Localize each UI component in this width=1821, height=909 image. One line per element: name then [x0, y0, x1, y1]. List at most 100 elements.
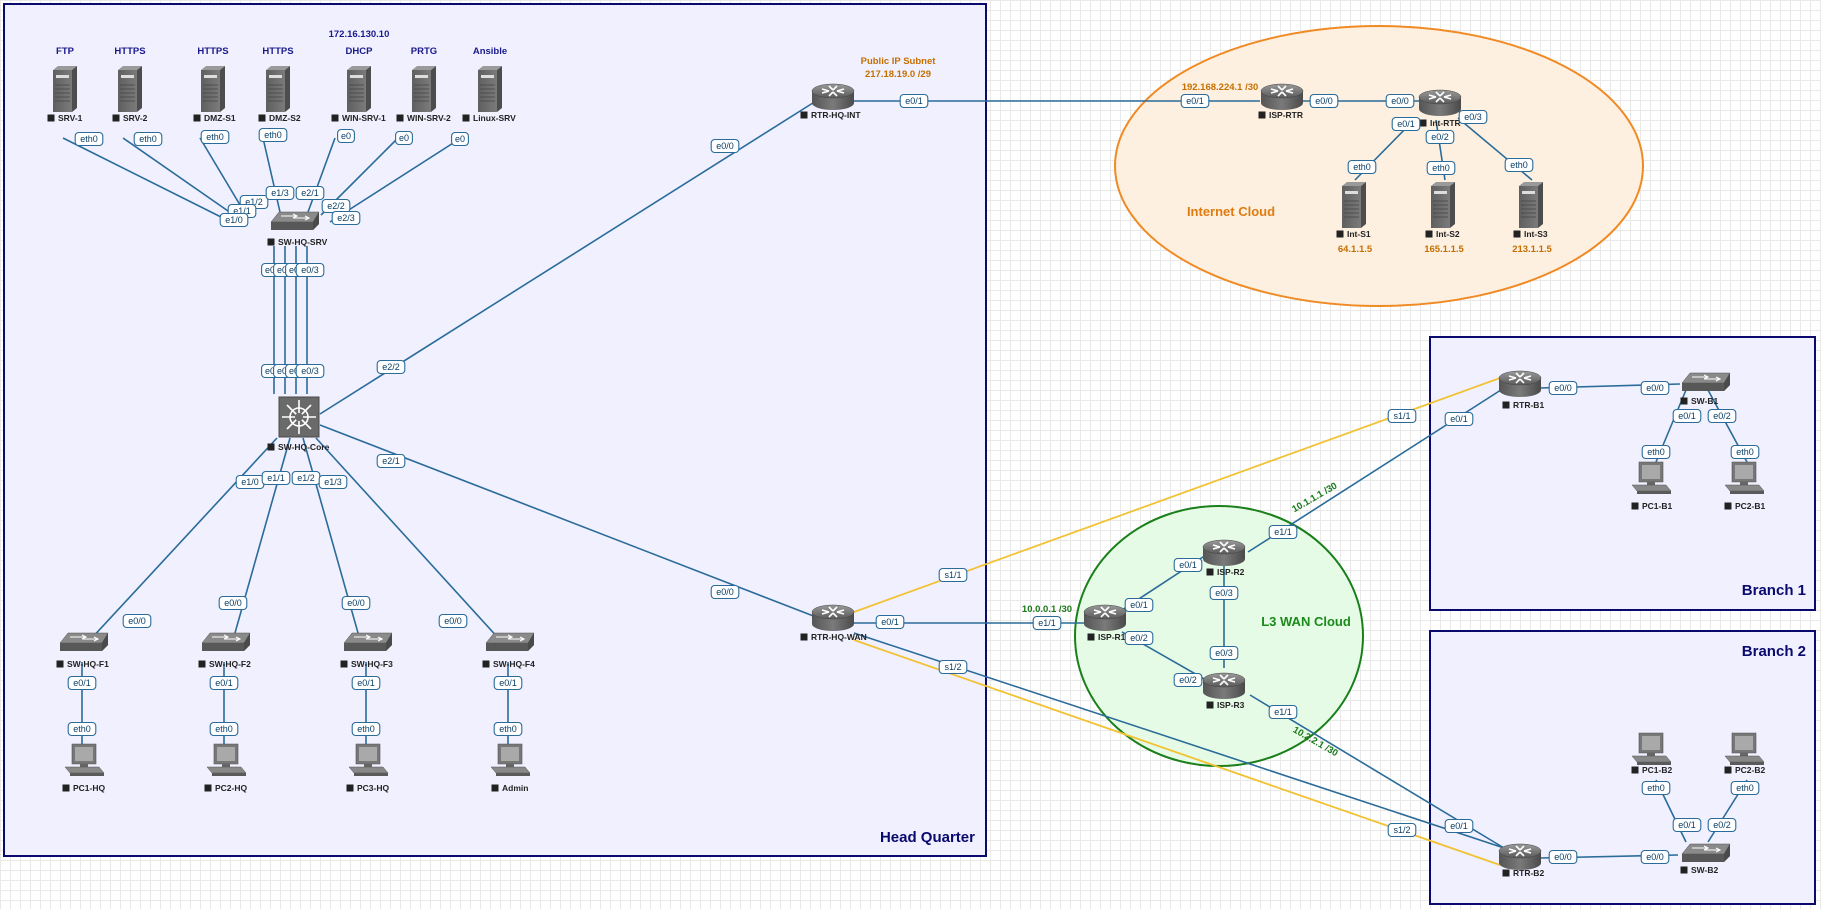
switch-sw-hq-f2[interactable]: SW-HQ-F2 — [198, 632, 252, 669]
router-isp-r2[interactable]: ISP-R2 — [1202, 539, 1246, 577]
svg-text:eth0: eth0 — [1647, 783, 1665, 793]
interface-label: e0/2 — [1707, 408, 1737, 424]
router-int-rtr[interactable]: Int-RTR — [1418, 89, 1462, 128]
interface-label: eth0 — [209, 721, 239, 737]
branch1-zone-label: Branch 1 — [1742, 582, 1806, 599]
server-srv1[interactable]: SRV-1 — [47, 65, 83, 123]
svg-text:e0/1: e0/1 — [881, 617, 899, 627]
interface-label: e0/3 — [1209, 585, 1239, 601]
l3switch-sw-hq-core[interactable]: SW-HQ-Core — [267, 396, 330, 452]
server-dmz-s2[interactable]: DMZ-S2 — [258, 65, 301, 123]
svg-text:e0/1: e0/1 — [1179, 560, 1197, 570]
isp-r1-ip-label: 10.0.0.1 /30 — [1022, 604, 1072, 615]
server-linux-srv[interactable]: Linux-SRV — [462, 65, 517, 123]
svg-text:e2/2: e2/2 — [382, 362, 400, 372]
interface-label: e0/1 — [67, 675, 97, 691]
interface-label: e0/0 — [218, 595, 248, 611]
svg-text:64.1.1.5: 64.1.1.5 — [1338, 244, 1373, 255]
svg-text:e0/1: e0/1 — [1678, 411, 1696, 421]
svg-text:ISP-RTR: ISP-RTR — [1269, 110, 1303, 120]
svg-text:eth0: eth0 — [499, 724, 517, 734]
interface-label: e0/1 — [1173, 557, 1203, 573]
interface-label: e0/2 — [1707, 817, 1737, 833]
svg-text:s1/2: s1/2 — [944, 662, 961, 672]
svg-text:e0: e0 — [455, 134, 465, 144]
router-rtr-b2[interactable]: RTR-B2 — [1498, 843, 1544, 878]
interface-label: e0/0 — [122, 613, 152, 629]
interface-label: eth0 — [67, 721, 97, 737]
svg-text:PC2-B2: PC2-B2 — [1735, 765, 1766, 775]
pc-pc1-hq[interactable]: PC1-HQ — [62, 743, 106, 793]
svg-text:e0/1: e0/1 — [1450, 414, 1468, 424]
router-rtr-hq-int[interactable]: RTR-HQ-INT — [800, 83, 862, 120]
switch-sw-hq-f1[interactable]: SW-HQ-F1 — [56, 632, 110, 669]
svg-text:SW-HQ-SRV: SW-HQ-SRV — [278, 237, 328, 247]
svg-text:e1/1: e1/1 — [1274, 707, 1292, 717]
interface-label: s1/2 — [938, 659, 968, 675]
interface-label: e0/0 — [1309, 93, 1339, 109]
server-win-srv2[interactable]: WIN-SRV-2 — [396, 65, 452, 123]
switch-sw-b2[interactable]: SW-B2 — [1680, 843, 1731, 875]
pc-pc3-hq[interactable]: PC3-HQ — [346, 743, 390, 793]
interface-label: e1/2 — [291, 470, 321, 486]
svg-text:PC3-HQ: PC3-HQ — [357, 783, 390, 793]
svg-text:e1/3: e1/3 — [324, 477, 342, 487]
router-isp-r3[interactable]: ISP-R3 — [1202, 672, 1246, 710]
svg-text:s1/1: s1/1 — [944, 570, 961, 580]
service-label-https-dmz1: HTTPS — [197, 46, 228, 57]
pc-pc2-b1[interactable]: PC2-B1 — [1724, 461, 1766, 511]
svg-text:e0/3: e0/3 — [1215, 648, 1233, 658]
switch-sw-hq-f4[interactable]: SW-HQ-F4 — [482, 632, 536, 669]
pc-pc1-b2[interactable]: PC1-B2 — [1631, 732, 1673, 775]
interface-label: e0/0 — [1640, 380, 1670, 396]
pc-pc2-b2[interactable]: PC2-B2 — [1724, 732, 1766, 775]
interface-label: e1/1 — [1032, 615, 1062, 631]
svg-text:e2/3: e2/3 — [337, 213, 355, 223]
interface-label: e0/0 — [1385, 93, 1415, 109]
svg-text:eth0: eth0 — [1510, 160, 1528, 170]
switch-sw-b1[interactable]: SW-B1 — [1680, 372, 1731, 406]
svg-text:e0/0: e0/0 — [444, 616, 462, 626]
interface-label: e0/3 — [295, 363, 325, 379]
svg-text:e0: e0 — [265, 366, 275, 376]
interface-label: e0/3 — [1209, 645, 1239, 661]
svg-text:e0/1: e0/1 — [215, 678, 233, 688]
svg-text:s1/2: s1/2 — [1393, 825, 1410, 835]
server-dmz-s1[interactable]: DMZ-S1 — [193, 65, 236, 123]
svg-text:e0: e0 — [277, 366, 287, 376]
svg-text:e0/0: e0/0 — [347, 598, 365, 608]
pc-pc1-b1[interactable]: PC1-B1 — [1631, 461, 1673, 511]
interface-label: e0/1 — [493, 675, 523, 691]
svg-text:e1/2: e1/2 — [297, 473, 315, 483]
switch-sw-hq-srv[interactable]: SW-HQ-SRV — [267, 211, 328, 247]
router-isp-r1[interactable]: ISP-R1 — [1083, 604, 1127, 642]
interface-label: e2/2 — [321, 198, 351, 214]
pc-admin[interactable]: Admin — [490, 743, 531, 793]
svg-text:e0/1: e0/1 — [905, 96, 923, 106]
router-rtr-hq-wan[interactable]: RTR-HQ-WAN — [800, 604, 867, 642]
interface-label: e2/1 — [376, 453, 406, 469]
svg-text:Int-S2: Int-S2 — [1436, 229, 1460, 239]
svg-text:e0/0: e0/0 — [1646, 383, 1664, 393]
svg-text:SW-HQ-F3: SW-HQ-F3 — [351, 659, 393, 669]
svg-text:e1/0: e1/0 — [225, 215, 243, 225]
interface-label: e0/1 — [351, 675, 381, 691]
dhcp-ip-label: 172.16.130.10 — [329, 29, 390, 40]
router-isp-rtr[interactable]: ISP-RTR — [1258, 83, 1304, 120]
router-rtr-b1[interactable]: RTR-B1 — [1498, 370, 1544, 410]
server-srv2[interactable]: SRV-2 — [112, 65, 148, 123]
pc-pc2-hq[interactable]: PC2-HQ — [204, 743, 248, 793]
switch-sw-hq-f3[interactable]: SW-HQ-F3 — [340, 632, 394, 669]
interface-label: eth0 — [1426, 160, 1456, 176]
internet-cloud-zone — [1114, 25, 1644, 307]
svg-text:SW-HQ-F4: SW-HQ-F4 — [493, 659, 535, 669]
svg-text:eth0: eth0 — [1353, 162, 1371, 172]
svg-text:e0/2: e0/2 — [1130, 633, 1148, 643]
server-win-srv1[interactable]: WIN-SRV-1 — [331, 65, 387, 123]
svg-text:Linux-SRV: Linux-SRV — [473, 113, 516, 123]
interface-label: e0/1 — [1444, 411, 1474, 427]
